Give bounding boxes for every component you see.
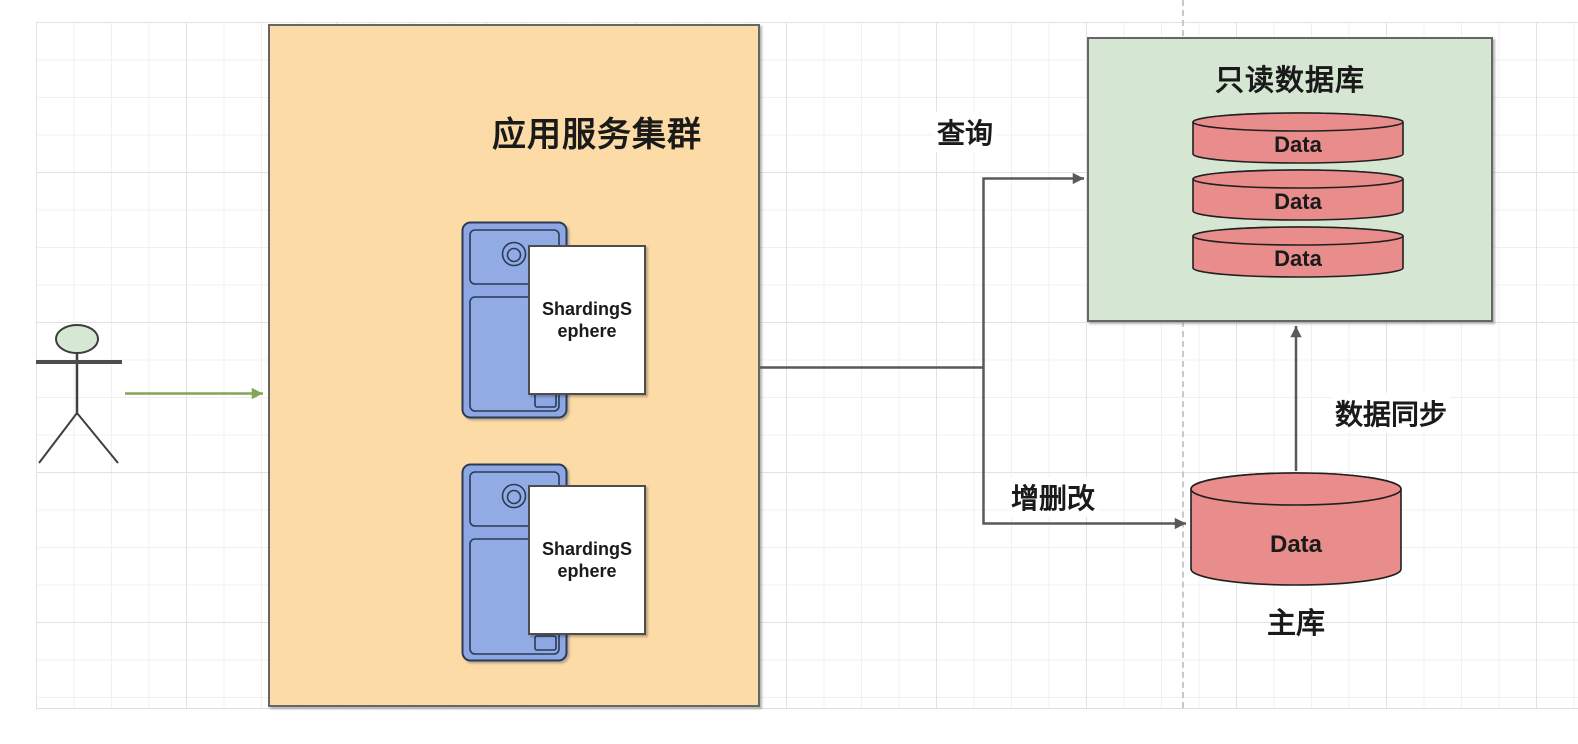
user-actor-icon[interactable] [22,318,128,468]
data-label: Data [1274,246,1322,271]
shardingsphere-label: ShardingS ephere [541,538,632,582]
data-label: Data [1274,189,1322,214]
data-label: Data [1274,132,1322,157]
database-cylinder-icon[interactable]: Data [1192,112,1404,164]
sync-edge-label: 数据同步 [1332,393,1451,433]
readonly-db-box[interactable]: 只读数据库 Data Data Data [1087,37,1493,322]
database-cylinder-icon[interactable]: Data [1192,226,1404,278]
shardingsphere-document[interactable]: ShardingS ephere [528,245,646,395]
query-edge-label: 查询 [934,112,997,152]
power-button-icon [501,241,527,267]
app-cluster-title: 应用服务集群 [492,116,702,154]
database-cylinder-icon[interactable]: Data [1192,169,1404,221]
app-cluster-box[interactable]: 应用服务集群 ShardingS ephere ShardingS ephere [268,24,760,707]
shardingsphere-document[interactable]: ShardingS ephere [528,485,646,635]
drive-slot-icon [534,392,557,408]
data-label: Data [1270,531,1323,558]
drive-slot-icon [534,635,557,651]
power-button-icon [501,483,527,509]
shardingsphere-label: ShardingS ephere [541,298,632,342]
write-edge-label: 增删改 [1008,477,1099,517]
readonly-db-title: 只读数据库 [1214,65,1365,97]
master-db-cylinder-icon[interactable]: Data [1190,472,1402,586]
master-db-caption: 主库 [1266,608,1325,640]
page-boundary-line [1182,0,1184,708]
